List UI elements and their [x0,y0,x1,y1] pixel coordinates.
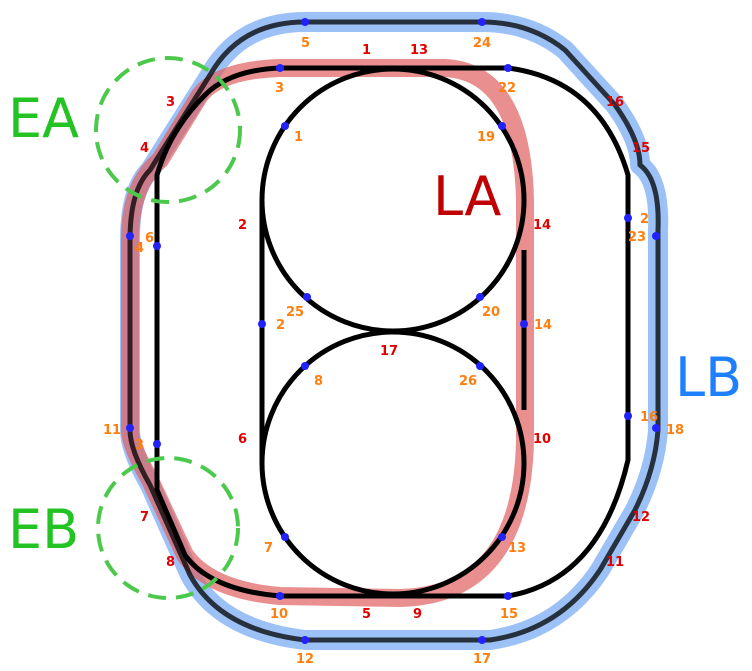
region-la: LA [433,165,501,228]
region-ea: EA [8,87,79,150]
track-lines [127,19,661,643]
node-label: 19 [477,130,495,145]
node-label: 8 [314,374,323,389]
edge-label: 9 [413,607,422,622]
node [476,362,484,370]
node [258,320,266,328]
track-inner-loop [154,65,631,599]
node-label: 16 [640,410,658,425]
node-label: 20 [482,305,500,320]
node-label: 18 [666,423,684,438]
node-label: 2 [640,212,649,227]
node-label: 26 [459,374,477,389]
node [281,122,289,130]
node-label: 23 [628,230,646,245]
zone-ea [94,56,242,204]
track-circle-bottom [259,329,527,597]
edge-label: 13 [410,43,428,58]
node [504,592,512,600]
node-label: 13 [508,541,526,556]
node [281,533,289,541]
node [498,122,506,130]
node [276,64,284,72]
node [652,232,660,240]
node [126,424,134,432]
edge-label: 16 [606,95,624,110]
node [301,636,309,644]
edge-label: 17 [380,344,398,359]
edge-label: 7 [140,510,149,525]
node [276,592,284,600]
node [504,64,512,72]
edge-label: 8 [166,555,175,570]
node [498,533,506,541]
node-label: 12 [296,652,314,667]
node [520,320,528,328]
node-label: 15 [500,607,518,622]
node [301,362,309,370]
edge-label: 2 [238,218,247,233]
node-label: 25 [286,305,304,320]
edge-label: 5 [362,607,371,622]
node-label: 17 [473,652,491,667]
edge-label: 1 [362,43,371,58]
edge-label: 12 [632,510,650,525]
node-label: 4 [135,241,144,256]
edge-label: 6 [238,432,247,447]
zone-eb [96,456,240,600]
node-label: 10 [270,607,288,622]
region-lb: LB [675,346,742,409]
node [153,242,161,250]
edge-label: 15 [632,141,650,156]
edge-label: 3 [166,95,175,110]
node [476,293,484,301]
node [153,440,161,448]
node-label: 3 [135,438,144,453]
node-label: 22 [498,81,516,96]
loop-a-highlight [121,59,534,607]
node [478,636,486,644]
node [624,412,632,420]
edge-label: 10 [533,432,551,447]
node [478,18,486,26]
node [624,214,632,222]
node-label: 3 [275,81,284,96]
node-label: 7 [264,541,273,556]
node-label: 1 [294,130,303,145]
node-label: 24 [473,36,491,51]
edge-label: 4 [140,141,149,156]
edge-label: 14 [533,218,551,233]
edge-label: 11 [606,555,624,570]
node [303,293,311,301]
node-label: 6 [145,231,154,246]
node [652,424,660,432]
node [126,232,134,240]
node-label: 14 [534,318,552,333]
nodes [126,18,660,644]
node-label: 11 [103,423,121,438]
node-label: 2 [276,318,285,333]
node-label: 5 [301,36,310,51]
node [301,18,309,26]
region-eb: EB [8,498,79,561]
